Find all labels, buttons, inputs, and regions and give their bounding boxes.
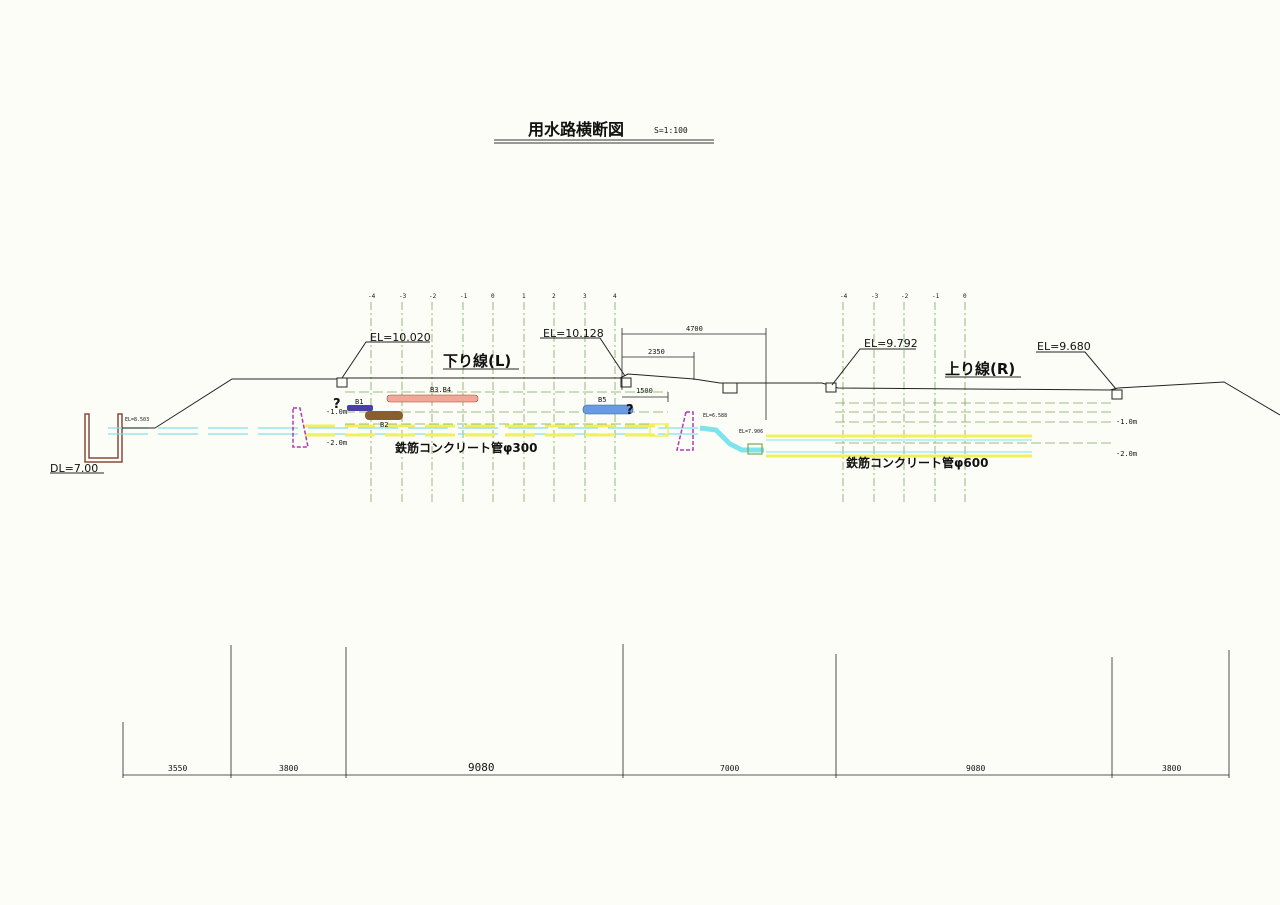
leader-el3 — [831, 348, 916, 386]
track-label-down: 下り線(L) — [443, 352, 511, 370]
depth-label-right-1: -1.0m — [1116, 418, 1137, 426]
depth-label-left-1: -1.0m — [326, 408, 347, 416]
boring-question-left: ? — [333, 397, 341, 412]
ground-profile — [154, 373, 1280, 429]
boring-b5 — [582, 404, 634, 415]
grid-label: -2 — [429, 293, 437, 300]
boring-label-b5: B5 — [598, 396, 606, 404]
yellow-pipe-600 — [766, 434, 1032, 458]
bottom-dim-label: 3800 — [1162, 764, 1181, 773]
pipe-label-600: 鉄筋コンクリート管φ600 — [846, 455, 988, 470]
upper-dims — [621, 328, 767, 420]
depth-label-left-2: -2.0m — [326, 439, 347, 447]
ditch-box — [336, 377, 348, 388]
drawing-title: 用水路横断図 — [528, 120, 624, 139]
cyan-pipe-left — [108, 427, 700, 435]
depth-label-right-2: -2.0m — [1116, 450, 1137, 458]
bottom-dim-label: 3550 — [168, 764, 187, 773]
grid-label: 0 — [491, 293, 495, 300]
grid-lines-right — [842, 302, 966, 503]
small-el-left: EL=8.503 — [125, 417, 149, 423]
pipe-box — [649, 423, 669, 437]
small-el-mid2: EL=7.906 — [739, 429, 763, 435]
grid-label: -4 — [368, 293, 376, 300]
dim-label-1500: 1500 — [636, 387, 653, 395]
bottom-dim-label: 9080 — [468, 761, 495, 774]
grid-label: 2 — [552, 293, 556, 300]
boring-label-b34: B3.B4 — [430, 386, 451, 394]
leader-el1 — [341, 341, 430, 379]
el-label-3: EL=9.792 — [864, 337, 918, 350]
boring-b34 — [386, 394, 479, 403]
grid-label: 4 — [613, 293, 617, 300]
grid-lines-left — [370, 302, 616, 503]
center-ditch — [722, 383, 738, 394]
el-label-2: EL=10.128 — [543, 327, 604, 340]
yellow-pipe-300 — [305, 424, 668, 437]
leader-el2 — [540, 337, 626, 377]
bend-box — [747, 443, 763, 455]
dl-label: DL=7.00 — [50, 462, 98, 475]
grid-labels-right: -4 -3 -2 -1 0 — [840, 293, 967, 300]
bottom-dim-label: 7000 — [720, 764, 739, 773]
boring-question-right: ? — [626, 403, 634, 418]
grid-label: -3 — [871, 293, 879, 300]
boring-b2 — [365, 411, 403, 420]
boring-b1 — [347, 405, 373, 411]
boring-label-b2: B2 — [380, 421, 388, 429]
grid-label: 1 — [522, 293, 526, 300]
grid-label: -4 — [840, 293, 848, 300]
bottom-dim-label: 9080 — [966, 764, 985, 773]
small-el-mid: EL=6.588 — [703, 413, 727, 419]
bottom-dim-label: 3800 — [279, 764, 298, 773]
grid-label: 3 — [583, 293, 587, 300]
boring-label-b1: B1 — [355, 398, 363, 406]
grid-labels-left: -4 -3 -2 -1 0 1 2 3 4 — [368, 293, 617, 300]
drawing-scale: S=1:100 — [654, 126, 688, 135]
el-label-1: EL=10.020 — [370, 331, 431, 344]
grid-label: -1 — [460, 293, 468, 300]
ditch-box — [825, 382, 837, 393]
magenta-structure-left — [292, 407, 309, 448]
grid-label: -3 — [399, 293, 407, 300]
grid-label: 0 — [963, 293, 967, 300]
ditch-box — [1111, 389, 1123, 400]
grid-label: -1 — [932, 293, 940, 300]
pipe-label-300: 鉄筋コンクリート管φ300 — [395, 440, 537, 455]
dim-label-4700: 4700 — [686, 325, 703, 333]
cyan-pipe-right — [766, 439, 1032, 453]
grid-label: -2 — [901, 293, 909, 300]
bottom-dim-chain — [122, 644, 1230, 778]
leader-el4 — [1036, 351, 1117, 390]
ditch-box — [620, 377, 632, 388]
dim-label-2350: 2350 — [648, 348, 665, 356]
u-ditch — [84, 413, 123, 463]
cyan-bend — [699, 425, 764, 453]
el-label-4: EL=9.680 — [1037, 340, 1091, 353]
magenta-structure-right — [676, 411, 694, 451]
track-label-up: 上り線(R) — [945, 360, 1015, 378]
